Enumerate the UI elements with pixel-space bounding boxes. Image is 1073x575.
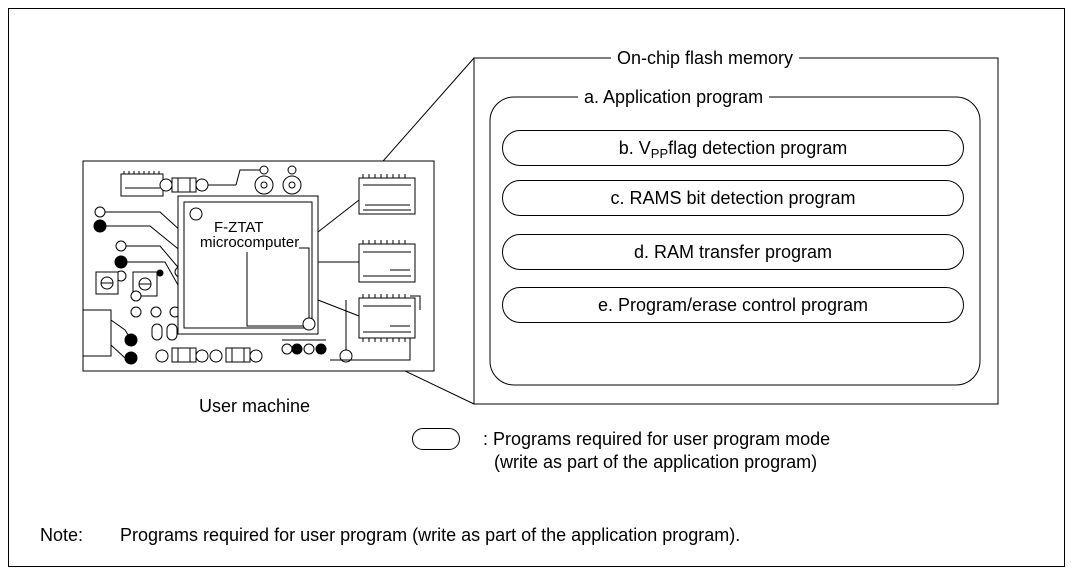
program-ram-transfer: d. RAM transfer program (502, 234, 964, 270)
ic-right-1 (358, 177, 416, 215)
chip-package (177, 195, 319, 335)
pots-top (208, 165, 302, 195)
legend-line-1: : Programs required for user program mod… (483, 429, 831, 449)
chip-label-line-2: microcomputer (200, 234, 300, 252)
application-program-label: a. Application program (578, 86, 770, 108)
program-rams-bit-detection: c. RAMS bit detection program (502, 180, 964, 216)
chip-label-line-1: F-ZTAT (214, 219, 264, 237)
note-label: Note: (40, 525, 84, 545)
flash-memory-title: On-chip flash memory (611, 47, 800, 69)
legend-rounded-box-icon (412, 428, 460, 450)
bottom-dots (281, 300, 353, 363)
resistor-top (159, 177, 209, 193)
program-vpp-suffix: flag detection program (668, 137, 848, 158)
legend-line-2: (write as part of the application progra… (494, 452, 818, 472)
flash-memory-block (246, 247, 310, 327)
program-vpp-subscript: PP (650, 145, 669, 161)
ic-top-left (120, 171, 164, 197)
ic-right-3 (330, 295, 421, 361)
board-caption: User machine (199, 396, 311, 416)
note-text: Programs required for user program (writ… (120, 525, 741, 545)
program-vpp-prefix: b. V (618, 137, 651, 158)
ic-pins (317, 174, 406, 342)
left-components (82, 206, 263, 365)
figure-frame (8, 8, 1065, 567)
program-erase-control: e. Program/erase control program (502, 287, 964, 323)
ic-right-2 (358, 243, 416, 283)
